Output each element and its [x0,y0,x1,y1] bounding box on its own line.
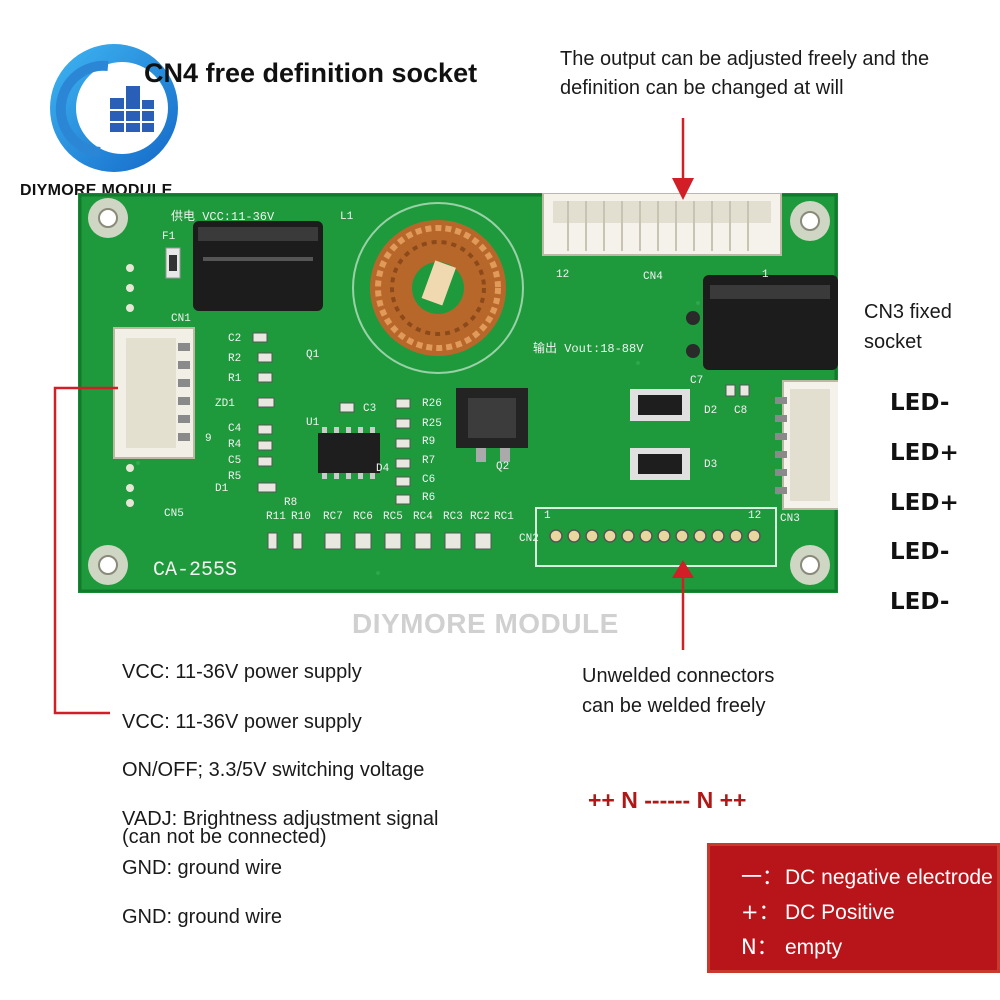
silk-component: C5 [228,455,242,467]
bracket-cn1 [53,386,118,715]
led-pin-label: LED+ [890,490,959,516]
pcb-board: 供电 VCC:11-36V 输出 Vout:18-88V CA-255S CN1… [78,192,859,593]
silk-vcc-label: 供电 VCC:11-36V [171,210,275,224]
silk-component: R2 [228,353,242,365]
silk-component: ZD1 [215,398,235,410]
unwelded-note-line-2: can be welded freely [582,695,766,717]
diymore-logo [48,36,178,176]
legend-symbol: N： [741,935,778,959]
diymore-globe-logo-icon [50,44,178,172]
silk-component: Q1 [306,349,320,361]
electrolytic-capacitor-icon [703,275,838,370]
arrowhead-down-icon [672,178,694,200]
silk-component: RC6 [353,511,373,523]
silk-component: RC3 [443,511,463,523]
silk-cn4-pin-first: 12 [556,269,570,281]
led-pin-label: LED- [890,390,950,416]
silk-component: D2 [704,405,718,417]
silk-component: R9 [422,436,436,448]
silk-component: C8 [734,405,748,417]
legend-label: DC Positive [785,901,895,924]
mosfet-q2-icon [456,388,528,462]
mounting-hole-icon [88,198,830,585]
silk-component: R5 [228,471,242,483]
silk-component: L1 [340,211,354,223]
silk-component: R4 [228,439,242,451]
silk-component: D3 [704,459,718,471]
silk-component: R11 [266,511,286,523]
arrowhead-up-icon [672,560,694,578]
silk-model: CA-255S [153,559,238,582]
led-pin-label: LED- [890,539,950,565]
watermark: DIYMORE MODULE [352,608,619,639]
legend-box: 一：DC negative electrode +：DC Positive N：… [707,843,1000,973]
pin-description: VCC: 11-36V power supply [122,661,362,683]
silk-cn1: CN1 [171,313,191,325]
pin-pattern: ++ N ------ N ++ [588,787,747,813]
led-pin-label: LED+ [890,440,959,466]
pin-description: GND: ground wire [122,857,283,879]
silk-cn4-pin-last: 1 [762,269,769,281]
silk-component: R26 [422,398,442,410]
silk-component: R25 [422,418,442,430]
cn4-connector-icon [542,192,782,256]
silk-component: D1 [215,483,229,495]
silk-component: RC7 [323,511,343,523]
legend-label: DC negative electrode [785,866,993,889]
legend-symbol: +： [741,900,780,924]
silk-component: R10 [291,511,311,523]
silk-cn5: CN5 [164,508,184,520]
cn3-note-line-1: CN3 fixed [864,301,952,323]
silk-component: C2 [228,333,242,345]
silk-cn2-pin-first: 1 [544,510,551,522]
pin-description: GND: ground wire [122,906,283,928]
silk-component: D4 [376,463,390,475]
unwelded-note-line-1: Unwelded connectors [582,665,775,687]
cn1-connector-icon [113,327,195,459]
silk-component: RC4 [413,511,433,523]
ic-u1-icon [318,427,380,479]
silk-cn2-pin-last: 12 [748,510,762,522]
silk-cn2: CN2 [519,533,539,545]
legend-symbol: 一： [741,865,783,889]
electrolytic-capacitor-icon [193,221,323,311]
silk-component: R8 [284,497,298,509]
silk-component: R7 [422,455,436,467]
legend-row-empty: N： empty [741,931,842,961]
silk-component: F1 [162,231,176,243]
pin-description: (can not be connected) [122,826,327,848]
silk-component: U1 [306,417,320,429]
silk-component: C3 [363,403,377,415]
legend-label: empty [785,936,843,959]
silk-component: C6 [422,474,436,486]
silk-component: RC2 [470,511,490,523]
silk-vout-label: 输出 Vout:18-88V [533,342,644,356]
silk-component: Q2 [496,461,510,473]
silk-component: RC1 [494,511,514,523]
silk-component: C7 [690,375,704,387]
output-note-line-2: definition can be changed at will [560,77,844,99]
silk-component: RC5 [383,511,403,523]
diode-icon [630,389,690,480]
toroid-inductor-icon [352,202,524,374]
cn2-header-icon [535,507,777,567]
pin-description: ON/OFF; 3.3/5V switching voltage [122,759,425,781]
legend-row-negative: 一：DC negative electrode [741,861,993,891]
silk-component: R6 [422,492,436,504]
pcb-illustration [78,192,859,593]
led-pin-label: LED- [890,589,950,615]
cn3-note-line-2: socket [864,331,922,353]
silk-cn4: CN4 [643,271,663,283]
output-note-line-1: The output can be adjusted freely and th… [560,48,930,70]
silk-cn3: CN3 [780,513,800,525]
legend-row-positive: +：DC Positive [741,896,895,926]
silk-cn1-pin-last: 9 [205,433,212,445]
pin-description: VCC: 11-36V power supply [122,711,362,733]
silk-component: R1 [228,373,242,385]
page-title: CN4 free definition socket [144,58,478,88]
pin-description: VADJ: Brightness adjustment signal [122,808,439,830]
silk-component: C4 [228,423,242,435]
